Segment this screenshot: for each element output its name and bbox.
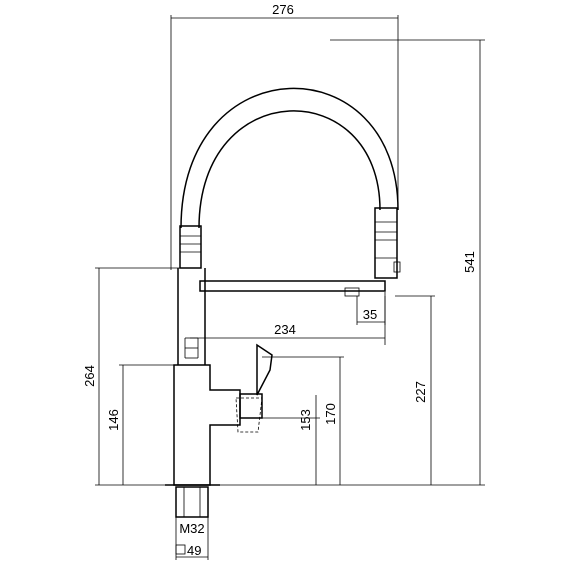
dim-spray-offset: 35 [363, 307, 377, 322]
faucet-body [173, 364, 241, 486]
hose-outer [180, 87, 399, 229]
dim-hole-diameter-value: 49 [187, 543, 201, 558]
dim-base-height: 146 [106, 409, 121, 431]
dim-thread: M32 [179, 521, 204, 536]
dim-spout-reach: 234 [274, 322, 296, 337]
lever-handle [235, 343, 273, 433]
square-symbol-icon [175, 544, 186, 555]
faucet-outline [165, 87, 401, 518]
dim-body-height: 264 [82, 365, 97, 387]
dim-overall-height: 541 [462, 251, 477, 273]
dim-handle-height: 153 [298, 409, 313, 431]
dimension-lines [95, 15, 485, 560]
hose-collar-left [179, 225, 202, 269]
dim-outlet-height: 227 [413, 381, 428, 403]
hose-inner [198, 110, 381, 229]
dim-lever-height: 170 [323, 403, 338, 425]
dim-overall-width: 276 [272, 2, 294, 17]
spray-head [374, 207, 401, 279]
spray-holder-arm [199, 280, 386, 297]
upper-column [177, 268, 206, 365]
dim-hole-diameter: 49 [175, 543, 201, 558]
mounting-shank [175, 486, 209, 518]
